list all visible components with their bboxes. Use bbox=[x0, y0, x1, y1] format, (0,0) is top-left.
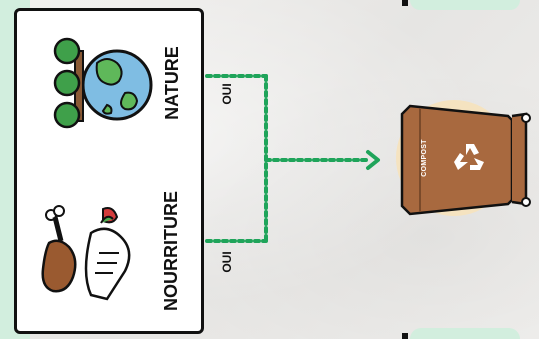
compost-label: COMPOST bbox=[419, 133, 431, 183]
oui-label-top: OUI bbox=[219, 79, 235, 109]
compost-bin bbox=[392, 92, 539, 232]
oui-label-bottom: OUI bbox=[219, 247, 235, 277]
